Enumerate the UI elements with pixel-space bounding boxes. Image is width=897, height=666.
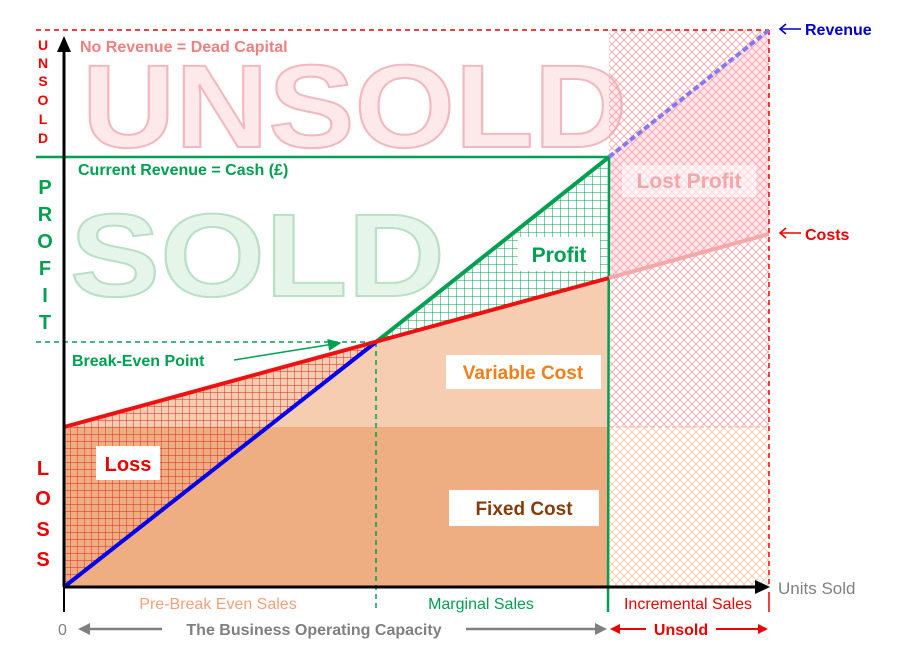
unsold-letter-3: S <box>38 73 47 89</box>
pre-break-even-sales-label: Pre-Break Even Sales <box>139 596 296 613</box>
unsold-letter-6: D <box>38 130 48 146</box>
revenue-arrow-icon <box>778 23 801 35</box>
unsold-lower-hatch <box>609 427 769 587</box>
marginal-sales-label: Marginal Sales <box>428 596 534 613</box>
unsold-capacity-label: Unsold <box>654 622 708 639</box>
unsold-letter-5: L <box>39 111 48 127</box>
revenue-legend: Revenue <box>778 22 872 39</box>
loss-letter-2: O <box>35 488 51 510</box>
revenue-projection-line <box>607 28 771 159</box>
costs-legend-label: Costs <box>805 227 850 244</box>
unsold-side-label: U N S O L D <box>38 37 49 146</box>
profit-letter-1: P <box>38 177 51 199</box>
current-revenue-annotation: Current Revenue = Cash (£) <box>78 162 288 179</box>
loss-letter-4: S <box>36 549 49 571</box>
profit-label-box <box>518 237 600 271</box>
lost-profit-region <box>609 30 769 278</box>
profit-label: Profit <box>532 244 587 267</box>
profit-letter-3: O <box>37 231 53 253</box>
fixed-cost-label-box <box>449 490 599 526</box>
incremental-sales-label: Incremental Sales <box>624 596 752 613</box>
costs-line <box>63 276 610 429</box>
capacity-arrow <box>78 623 607 635</box>
unsold-letter-4: O <box>38 92 49 108</box>
revenue-line <box>62 340 378 589</box>
loss-side-label: L O S S <box>35 458 51 571</box>
units-sold-axis-label: Units Sold <box>778 579 855 598</box>
x-axis-arrowhead <box>755 580 770 594</box>
variable-cost-label-box <box>446 355 601 389</box>
break-even-pointer-arrow <box>233 338 342 361</box>
profit-letter-2: R <box>38 204 53 226</box>
variable-cost-label: Variable Cost <box>463 363 584 384</box>
y-axis-arrowhead <box>57 36 71 52</box>
costs-legend: Costs <box>778 227 850 244</box>
loss-label: Loss <box>105 454 152 476</box>
break-even-point-label: Break-Even Point <box>72 353 205 370</box>
unsold-letter-2: N <box>38 55 48 71</box>
origin-label: 0 <box>58 622 67 639</box>
profit-revenue-line <box>374 155 611 344</box>
loss-letter-1: L <box>37 458 49 480</box>
loss-label-box <box>96 446 160 480</box>
sold-limit-line <box>606 156 611 613</box>
unsold-letter-1: U <box>38 37 48 53</box>
lost-profit-label: Lost Profit <box>637 170 742 193</box>
costs-projection-line <box>608 232 770 280</box>
profit-letter-4: F <box>39 258 51 280</box>
profit-letter-5: I <box>42 285 48 307</box>
unsold-watermark: UNSOLD <box>82 41 627 173</box>
unsold-capacity-arrow <box>610 624 768 634</box>
sold-watermark: SOLD <box>70 190 445 322</box>
fixed-cost-label: Fixed Cost <box>475 499 573 520</box>
unsold-upper-hatch <box>609 30 769 427</box>
costs-arrow-icon <box>778 227 801 239</box>
variable-cost-region <box>64 278 609 427</box>
lost-profit-label-box <box>622 165 756 197</box>
loss-letter-3: S <box>36 519 49 541</box>
no-revenue-annotation: No Revenue = Dead Capital <box>80 39 288 56</box>
revenue-legend-label: Revenue <box>805 22 872 39</box>
capacity-label: The Business Operating Capacity <box>186 622 441 639</box>
profit-letter-6: T <box>39 312 51 334</box>
profit-side-label: P R O F I T <box>37 177 53 334</box>
